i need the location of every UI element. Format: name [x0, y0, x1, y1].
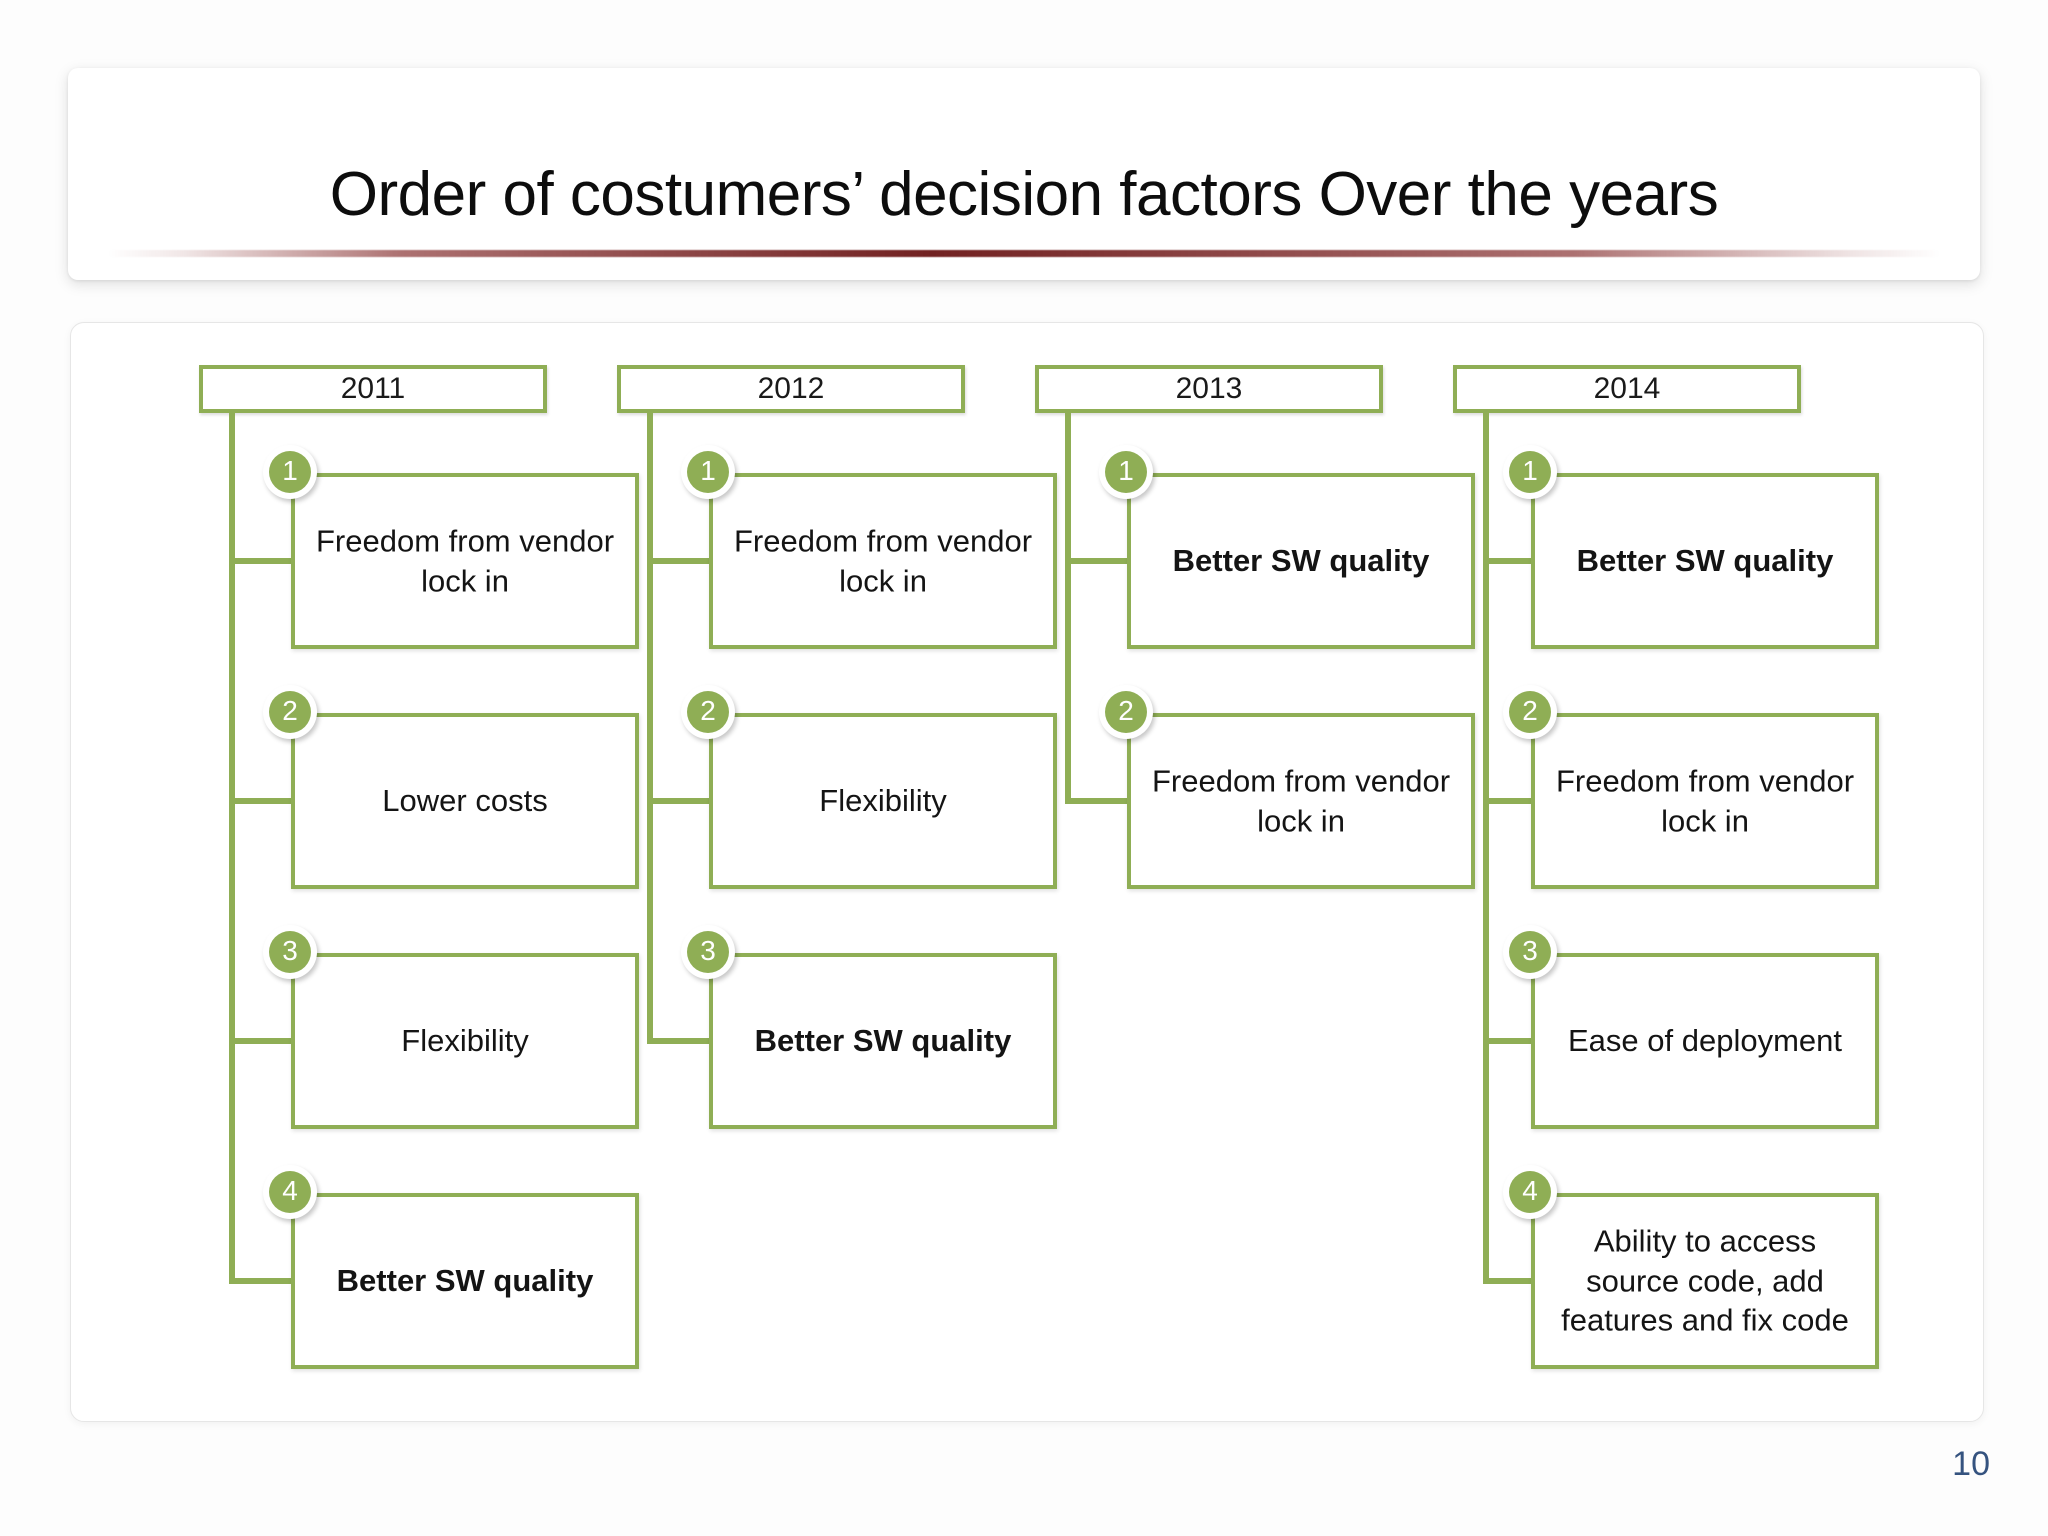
year-label: 2013: [1175, 372, 1243, 405]
item-label: Ease of deployment: [1567, 1023, 1842, 1059]
page-number: 10: [1952, 1445, 1990, 1483]
item-label: Flexibility: [401, 1023, 529, 1059]
rank-badge-number: 1: [269, 451, 311, 493]
trunk-line-2013: [1065, 413, 1071, 801]
item-box-2014-2[interactable]: Freedom from vendor lock in: [1531, 713, 1879, 889]
item-label: Better SW quality: [1576, 543, 1834, 579]
rank-badge-number: 2: [1509, 691, 1551, 733]
item-box-2014-3[interactable]: Ease of deployment: [1531, 953, 1879, 1129]
item-label: Freedom from vendor lock in: [1151, 763, 1451, 838]
connector-stub-2011-4: [229, 1278, 291, 1284]
connector-stub-2014-1: [1483, 558, 1531, 564]
rank-badge-2011-2[interactable]: 2: [263, 685, 317, 739]
connector-stub-2011-1: [229, 558, 291, 564]
item-box-2014-4[interactable]: Ability to access source code, add featu…: [1531, 1193, 1879, 1369]
title-card: Order of costumers’ decision factors Ove…: [68, 68, 1980, 280]
connector-stub-2014-2: [1483, 798, 1531, 804]
rank-badge-2011-4[interactable]: 4: [263, 1165, 317, 1219]
item-box-2013-2[interactable]: Freedom from vendor lock in: [1127, 713, 1475, 889]
connector-stub-2012-3: [647, 1038, 709, 1044]
item-box-2011-3[interactable]: Flexibility: [291, 953, 639, 1129]
page-title: Order of costumers’ decision factors Ove…: [329, 160, 1719, 229]
rank-badge-number: 1: [687, 451, 729, 493]
trunk-line-2012: [647, 413, 653, 1041]
connector-stub-2011-3: [229, 1038, 291, 1044]
rank-badge-number: 2: [1105, 691, 1147, 733]
rank-badge-number: 1: [1105, 451, 1147, 493]
rank-badge-2011-1[interactable]: 1: [263, 445, 317, 499]
item-label: Freedom from vendor lock in: [733, 523, 1033, 598]
rank-badge-number: 2: [269, 691, 311, 733]
connector-stub-2014-4: [1483, 1278, 1531, 1284]
rank-badge-2014-1[interactable]: 1: [1503, 445, 1557, 499]
rank-badge-2013-2[interactable]: 2: [1099, 685, 1153, 739]
rank-badge-number: 4: [269, 1171, 311, 1213]
rank-badge-2014-4[interactable]: 4: [1503, 1165, 1557, 1219]
trunk-line-2011: [229, 413, 235, 1281]
rank-badge-number: 3: [1509, 931, 1551, 973]
rank-badge-2014-2[interactable]: 2: [1503, 685, 1557, 739]
rank-badge-2013-1[interactable]: 1: [1099, 445, 1153, 499]
item-box-2013-1[interactable]: Better SW quality: [1127, 473, 1475, 649]
rank-badge-2012-2[interactable]: 2: [681, 685, 735, 739]
item-label: Ability to access source code, add featu…: [1561, 1223, 1849, 1338]
rank-badge-number: 1: [1509, 451, 1551, 493]
year-label: 2014: [1593, 372, 1661, 405]
item-box-2014-1[interactable]: Better SW quality: [1531, 473, 1879, 649]
item-label: Better SW quality: [336, 1263, 594, 1299]
rank-badge-number: 3: [269, 931, 311, 973]
item-label: Freedom from vendor lock in: [1555, 763, 1855, 838]
title-divider-rule: [108, 250, 1940, 257]
trunk-line-2014: [1483, 413, 1489, 1281]
rank-badge-2012-3[interactable]: 3: [681, 925, 735, 979]
year-label: 2012: [757, 372, 825, 405]
year-label: 2011: [340, 372, 406, 405]
item-label: Lower costs: [382, 783, 548, 819]
year-header-2012[interactable]: 2012: [617, 365, 965, 413]
connector-stub-2011-2: [229, 798, 291, 804]
year-header-2014[interactable]: 2014: [1453, 365, 1801, 413]
connector-stub-2013-2: [1065, 798, 1127, 804]
item-label: Better SW quality: [754, 1023, 1012, 1059]
rank-badge-2014-3[interactable]: 3: [1503, 925, 1557, 979]
item-box-2011-4[interactable]: Better SW quality: [291, 1193, 639, 1369]
item-box-2012-3[interactable]: Better SW quality: [709, 953, 1057, 1129]
item-label: Flexibility: [819, 783, 947, 819]
item-box-2012-2[interactable]: Flexibility: [709, 713, 1057, 889]
connector-stub-2012-2: [647, 798, 709, 804]
year-header-2013[interactable]: 2013: [1035, 365, 1383, 413]
connector-stub-2012-1: [647, 558, 709, 564]
connector-stub-2014-3: [1483, 1038, 1531, 1044]
rank-badge-number: 4: [1509, 1171, 1551, 1213]
item-label: Better SW quality: [1172, 543, 1430, 579]
item-box-2011-2[interactable]: Lower costs: [291, 713, 639, 889]
rank-badge-number: 3: [687, 931, 729, 973]
item-box-2012-1[interactable]: Freedom from vendor lock in: [709, 473, 1057, 649]
rank-badge-2012-1[interactable]: 1: [681, 445, 735, 499]
rank-badge-2011-3[interactable]: 3: [263, 925, 317, 979]
item-label: Freedom from vendor lock in: [315, 523, 615, 598]
item-box-2011-1[interactable]: Freedom from vendor lock in: [291, 473, 639, 649]
connector-stub-2013-1: [1065, 558, 1127, 564]
rank-badge-number: 2: [687, 691, 729, 733]
year-header-2011[interactable]: 2011: [199, 365, 547, 413]
